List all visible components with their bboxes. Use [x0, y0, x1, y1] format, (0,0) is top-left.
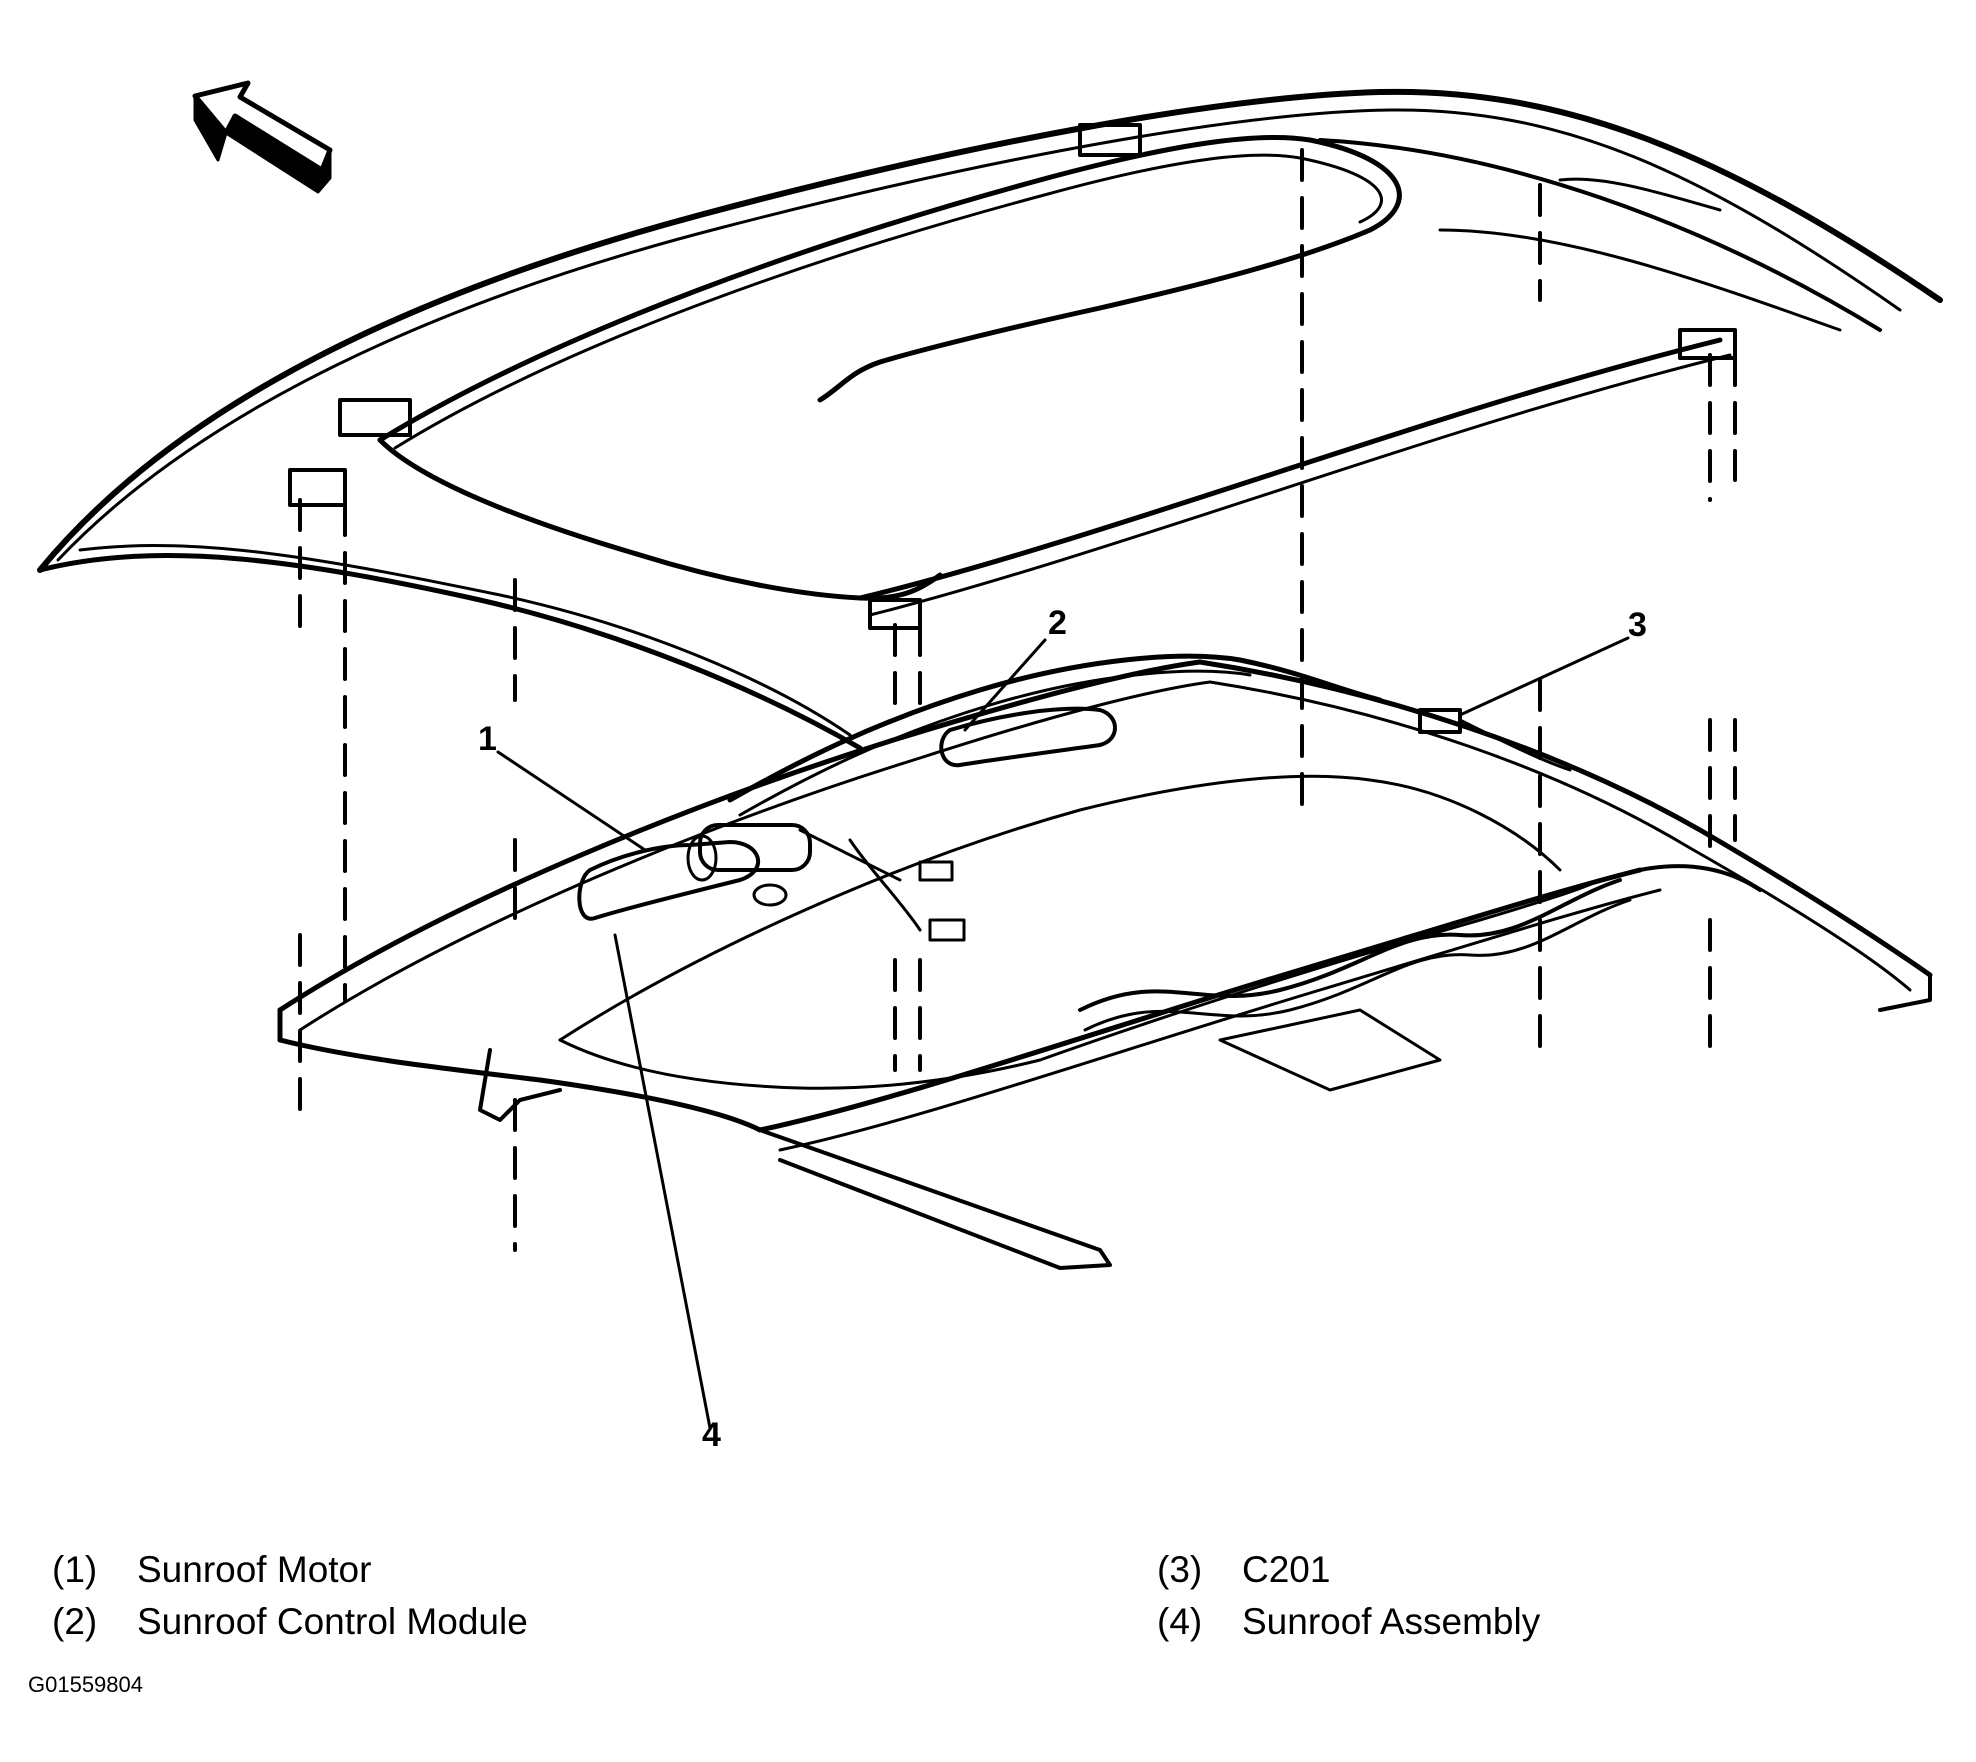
legend-item: (4) Sunroof Assembly — [1157, 1596, 1540, 1648]
sunroof-frame-assembly — [277, 653, 1933, 1270]
roof-panel — [37, 88, 1943, 751]
legend-item-label: Sunroof Assembly — [1242, 1601, 1541, 1642]
legend-item-label: C201 — [1242, 1549, 1331, 1590]
legend-item-number: (4) — [1157, 1601, 1203, 1642]
figure-id: G01559804 — [28, 1672, 143, 1697]
legend-item-label: Sunroof Control Module — [137, 1601, 528, 1642]
direction-arrow-icon — [192, 80, 333, 194]
callout-2: 2 — [1048, 604, 1067, 642]
legend-item: (3) C201 — [1157, 1544, 1540, 1596]
fastener-guide-lines — [298, 148, 1737, 1252]
callout-3: 3 — [1628, 606, 1647, 644]
callout-4: 4 — [702, 1416, 721, 1454]
legend-item-number: (3) — [1157, 1549, 1203, 1590]
legend-item: (2) Sunroof Control Module — [52, 1596, 528, 1648]
callout-1: 1 — [478, 720, 497, 758]
legend-item: (1) Sunroof Motor — [52, 1544, 528, 1596]
legend-left: (1) Sunroof Motor (2) Sunroof Control Modu… — [52, 1544, 528, 1648]
legend-item-number: (2) — [52, 1601, 98, 1642]
sunroof-exploded-diagram — [37, 80, 1943, 1430]
legend-right: (3) C201 (4) Sunroof Assembly — [1157, 1544, 1540, 1648]
legend-item-label: Sunroof Motor — [137, 1549, 372, 1590]
legend-item-number: (1) — [52, 1549, 98, 1590]
callout-leaders — [496, 636, 1630, 1430]
